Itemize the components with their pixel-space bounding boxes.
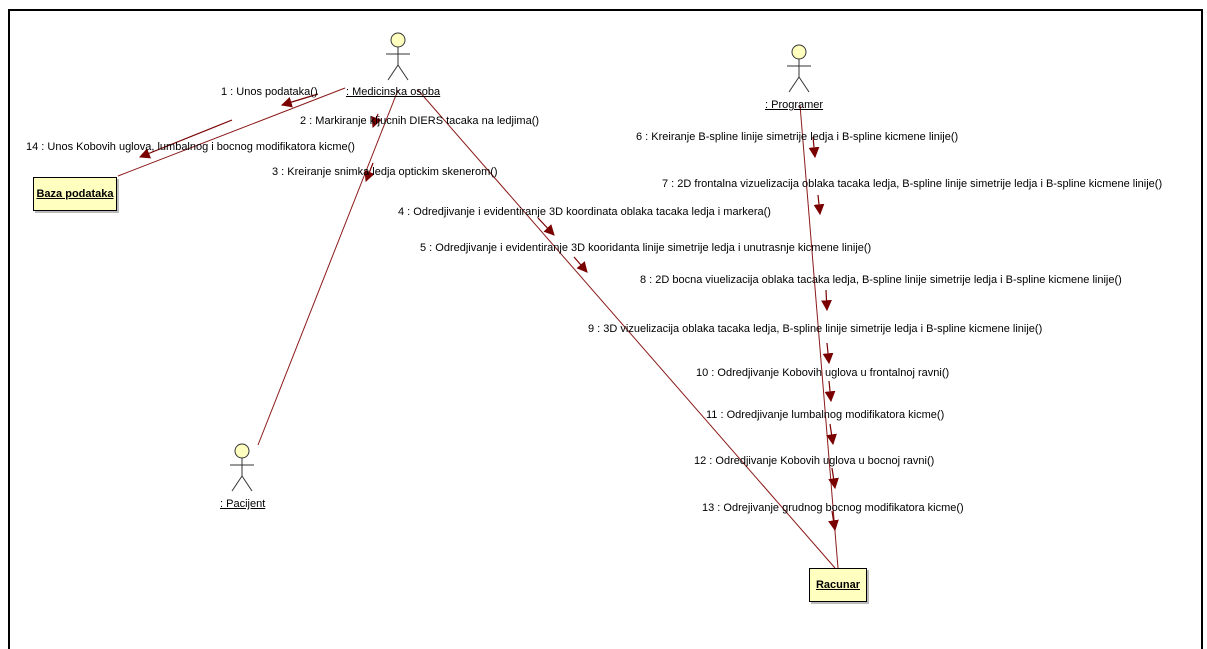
message-arrow-7 bbox=[813, 194, 825, 216]
message-arrow-6 bbox=[808, 136, 820, 159]
message-label-3: 3 : Kreiranje snimka ledja optickim sken… bbox=[272, 166, 498, 178]
message-label-1: 1 : Unos podataka() bbox=[221, 86, 318, 98]
actor-pacijent: : Pacijent bbox=[220, 498, 266, 510]
message-arrow-4 bbox=[537, 217, 555, 236]
link-medicinska-pacijent bbox=[257, 89, 399, 446]
message-label-2: 2 : Markiranje kljucnih DIERS tacaka na … bbox=[300, 115, 540, 127]
link-programer-racunar bbox=[799, 104, 839, 569]
message-label-5: 5 : Odredjivanje i evidentiranje 3D koor… bbox=[420, 242, 872, 254]
message-label-12: 12 : Odredjivanje Kobovih uglova u bocno… bbox=[694, 455, 935, 467]
object-racunar-label: Racunar bbox=[815, 579, 861, 591]
message-arrow-9 bbox=[822, 342, 834, 365]
link-medicinska-baza bbox=[117, 87, 346, 177]
message-arrow-8 bbox=[821, 289, 832, 312]
message-label-10: 10 : Odredjivanje Kobovih uglova u front… bbox=[696, 367, 950, 379]
message-arrow-11 bbox=[826, 423, 837, 446]
message-arrow-5 bbox=[573, 256, 588, 273]
message-label-7: 7 : 2D frontalna vizuelizacija oblaka ta… bbox=[662, 178, 1163, 190]
actor-programer: : Programer bbox=[765, 99, 824, 111]
message-label-11: 11 : Odredjivanje lumbalnog modifikatora… bbox=[706, 409, 945, 421]
object-baza-podataka: Baza podataka bbox=[33, 177, 117, 211]
message-label-6: 6 : Kreiranje B-spline linije simetrije … bbox=[636, 131, 959, 143]
pacijent-actor-icon bbox=[230, 443, 254, 492]
diagram-frame bbox=[8, 9, 1203, 649]
actor-medicinska-osoba: : Medicinska osoba bbox=[346, 86, 441, 98]
message-label-8: 8 : 2D bocna viuelizacija oblaka tacaka … bbox=[640, 274, 1122, 286]
object-racunar: Racunar bbox=[809, 568, 867, 602]
message-label-13: 13 : Odrejivanje grudnog bocnog modifika… bbox=[702, 502, 964, 514]
message-label-14: 14 : Unos Kobovih uglova, lumbalnog i bo… bbox=[26, 141, 355, 153]
collaboration-diagram bbox=[117, 32, 839, 569]
programer-actor-icon bbox=[787, 44, 811, 93]
message-arrow-10 bbox=[824, 380, 836, 403]
message-arrow-3 bbox=[364, 162, 375, 183]
message-arrow-2 bbox=[371, 113, 382, 129]
message-arrow-13 bbox=[828, 510, 839, 532]
message-label-4: 4 : Odredjivanje i evidentiranje 3D koor… bbox=[398, 206, 771, 218]
medicinska-osoba-actor-icon bbox=[386, 32, 410, 81]
message-label-9: 9 : 3D vizuelizacija oblaka tacaka ledja… bbox=[588, 323, 1043, 335]
message-arrow-1 bbox=[280, 93, 319, 108]
object-baza-label: Baza podataka bbox=[36, 188, 114, 200]
message-arrow-14 bbox=[138, 119, 233, 159]
message-arrow-12 bbox=[828, 467, 839, 490]
link-medicinska-racunar bbox=[417, 89, 836, 569]
